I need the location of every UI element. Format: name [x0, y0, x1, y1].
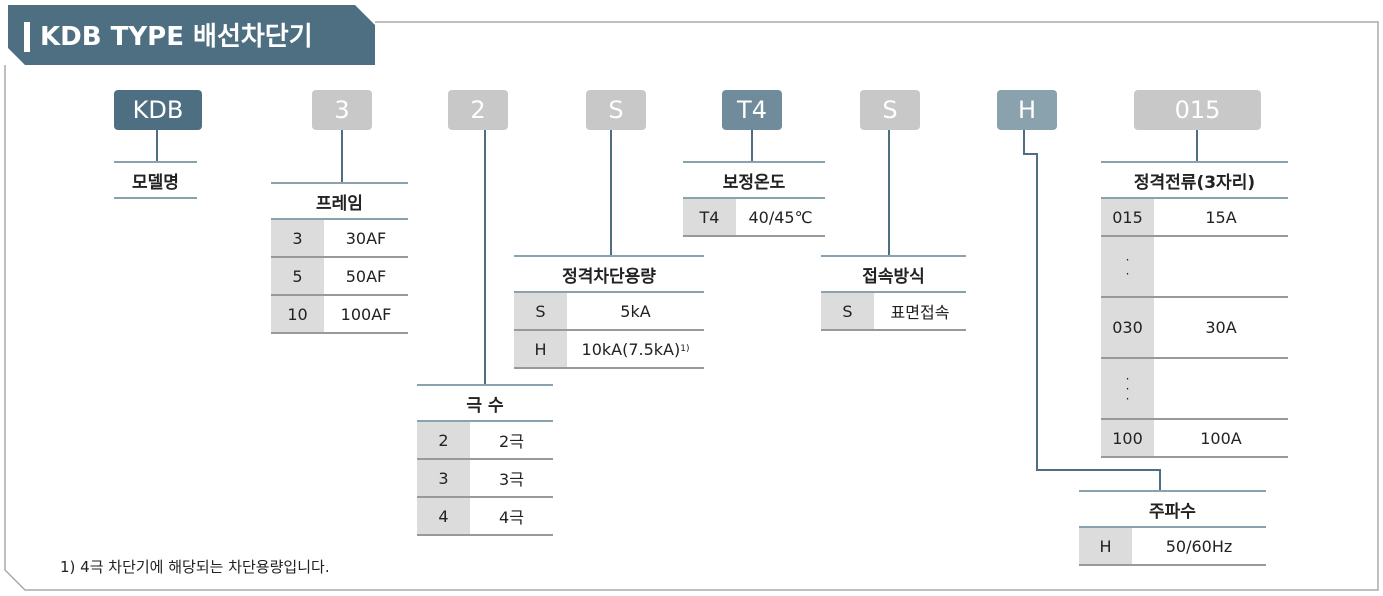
value: 100A [1200, 428, 1242, 448]
table-row: 015 15A [1101, 199, 1288, 237]
key: 3 [417, 460, 470, 496]
temp-header: 보정온도 [683, 161, 825, 199]
value: 50AF [345, 266, 387, 286]
footnote-mark: 1) [680, 344, 690, 354]
value: 30A [1205, 318, 1237, 337]
value: 30AF [345, 228, 387, 248]
key: H [514, 331, 567, 367]
key: · · · [1101, 359, 1154, 418]
value: 표면접속 [890, 303, 950, 322]
freq-header: 주파수 [1079, 490, 1266, 528]
value-text: 10kA(7.5kA) [581, 339, 681, 359]
code-freq: H [997, 90, 1057, 130]
key: S [514, 293, 567, 329]
table-row: S 표면접속 [821, 293, 966, 331]
value: 15A [1205, 207, 1237, 227]
model-header: 모델명 [114, 161, 197, 199]
value: 100AF [340, 304, 392, 324]
table-row: 5 50AF [271, 258, 408, 296]
current-header: 정격전류(3자리) [1101, 161, 1288, 199]
code-model: KDB [114, 90, 202, 130]
key: H [1079, 528, 1132, 564]
table-row: 2 2극 [417, 422, 553, 460]
table-row: 3 30AF [271, 220, 408, 258]
table-row: 4 4극 [417, 498, 553, 536]
temp-table: 보정온도 T4 40/45℃ [683, 161, 825, 237]
value: 5kA [620, 301, 651, 321]
code-poles: 2 [448, 90, 508, 130]
key: 015 [1101, 199, 1154, 235]
frame-header: 프레임 [271, 182, 408, 220]
table-row: 10 100AF [271, 296, 408, 334]
code-current: 015 [1134, 90, 1261, 130]
value [1154, 359, 1288, 418]
key: 100 [1101, 420, 1154, 456]
model-table: 모델명 [114, 161, 197, 199]
value: 2극 [499, 432, 524, 451]
table-row: 3 3극 [417, 460, 553, 498]
value [1154, 237, 1288, 296]
key: · · [1101, 237, 1154, 296]
key: S [821, 293, 874, 329]
key: 2 [417, 422, 470, 458]
table-row: · · [1101, 237, 1288, 298]
frame-table: 프레임 3 30AF 5 50AF 10 100AF [271, 182, 408, 334]
poles-table: 극 수 2 2극 3 3극 4 4극 [417, 384, 553, 536]
conn-table: 접속방식 S 표면접속 [821, 255, 966, 331]
key: 4 [417, 498, 470, 534]
value: 3극 [499, 470, 524, 489]
value: 40/45℃ [748, 207, 813, 227]
conn-header: 접속방식 [821, 255, 966, 293]
table-row: S 5kA [514, 293, 704, 331]
table-row: T4 40/45℃ [683, 199, 825, 237]
page-title: KDB TYPE 배선차단기 [40, 22, 313, 52]
poles-header: 극 수 [417, 384, 553, 422]
table-row: 100 100A [1101, 420, 1288, 458]
table-row: 030 30A [1101, 298, 1288, 359]
value: 10kA(7.5kA)1) [567, 331, 704, 367]
code-frame: 3 [312, 90, 372, 130]
table-row: · · · [1101, 359, 1288, 420]
value: 4극 [499, 508, 524, 527]
key: 3 [271, 220, 324, 256]
table-row: H 50/60Hz [1079, 528, 1266, 566]
code-temp: T4 [722, 90, 782, 130]
key: 5 [271, 258, 324, 294]
footnote: 1) 4극 차단기에 해당되는 차단용량입니다. [60, 558, 330, 576]
breaking-header: 정격차단용량 [514, 255, 704, 293]
code-conn: S [860, 90, 920, 130]
key: 030 [1101, 298, 1154, 357]
key: T4 [683, 199, 736, 235]
code-breaking: S [586, 90, 646, 130]
value: 50/60Hz [1165, 536, 1233, 556]
freq-table: 주파수 H 50/60Hz [1079, 490, 1266, 566]
key: 10 [271, 296, 324, 332]
